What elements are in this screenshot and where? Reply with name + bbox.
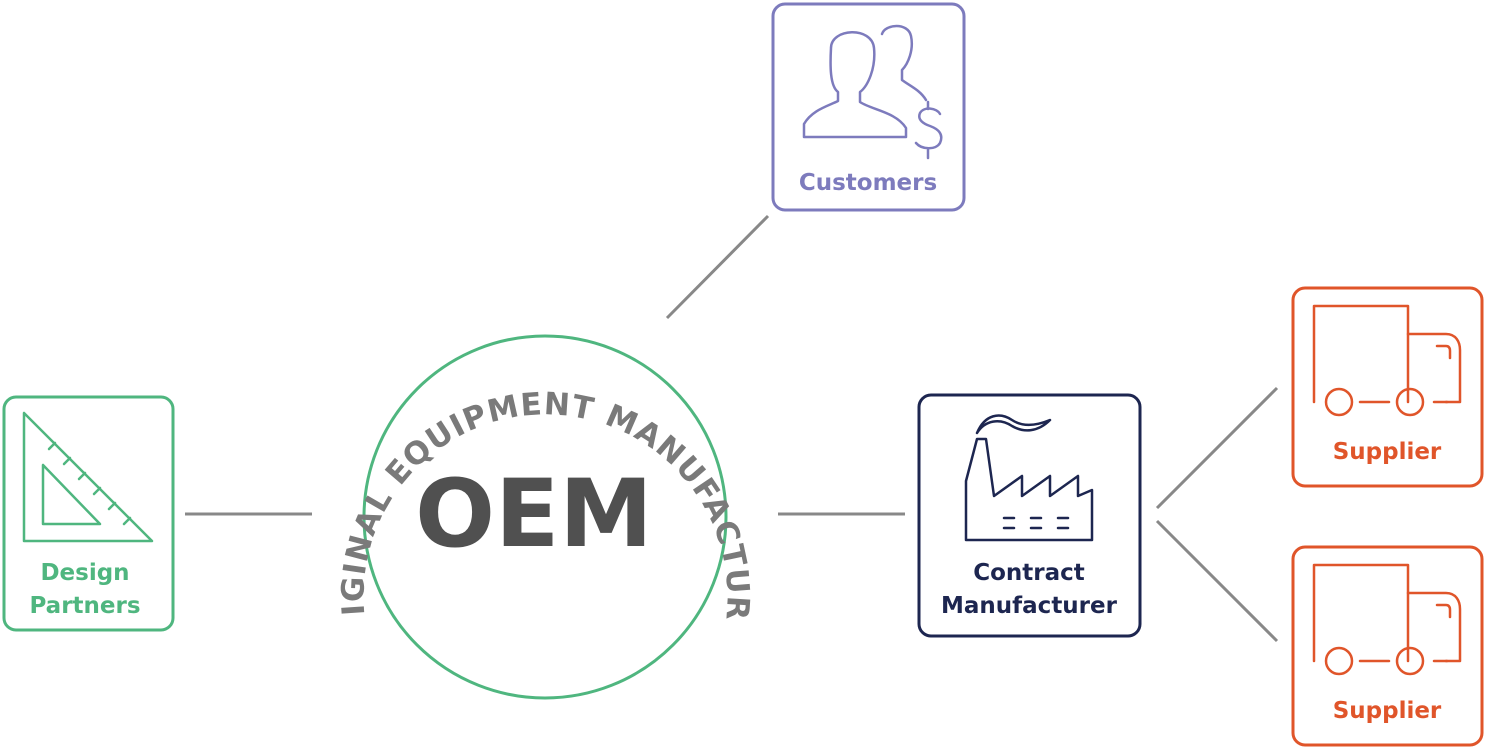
connectors	[185, 214, 1279, 643]
connector-contract-supplier-bottom	[1155, 519, 1279, 643]
supplier-top-node[interactable]: Supplier	[1291, 286, 1484, 488]
supplier-bottom-box	[1291, 545, 1484, 747]
contract-manufacturer-box	[917, 393, 1142, 638]
contract-manufacturer-node[interactable]: Contract Manufacturer	[917, 393, 1142, 638]
supplier-bottom-label: Supplier	[1333, 698, 1442, 724]
oem-title: OEM	[415, 460, 653, 569]
delivery-truck-icon	[1312, 304, 1462, 417]
customers-node[interactable]: Customers	[771, 2, 966, 212]
connector-oem-customers	[665, 214, 770, 320]
connector-contract-supplier-top	[1155, 386, 1279, 510]
contract-manufacturer-label-line1: Contract	[973, 560, 1085, 586]
design-partners-label-line1: Design	[40, 560, 129, 586]
design-partners-node[interactable]: Design Partners	[2, 395, 175, 632]
design-partners-label-line2: Partners	[29, 593, 140, 619]
supplier-top-box	[1291, 286, 1484, 488]
supplier-top-label: Supplier	[1333, 439, 1442, 465]
customers-label: Customers	[799, 170, 937, 196]
oem-circle	[362, 334, 728, 700]
contract-manufacturer-label-line2: Manufacturer	[941, 593, 1118, 619]
supplier-bottom-node[interactable]: Supplier	[1291, 545, 1484, 747]
factory-icon	[964, 414, 1094, 542]
set-square-ruler-icon	[22, 411, 154, 543]
customers-dollar-icon	[802, 24, 943, 160]
delivery-truck-icon	[1312, 563, 1462, 676]
